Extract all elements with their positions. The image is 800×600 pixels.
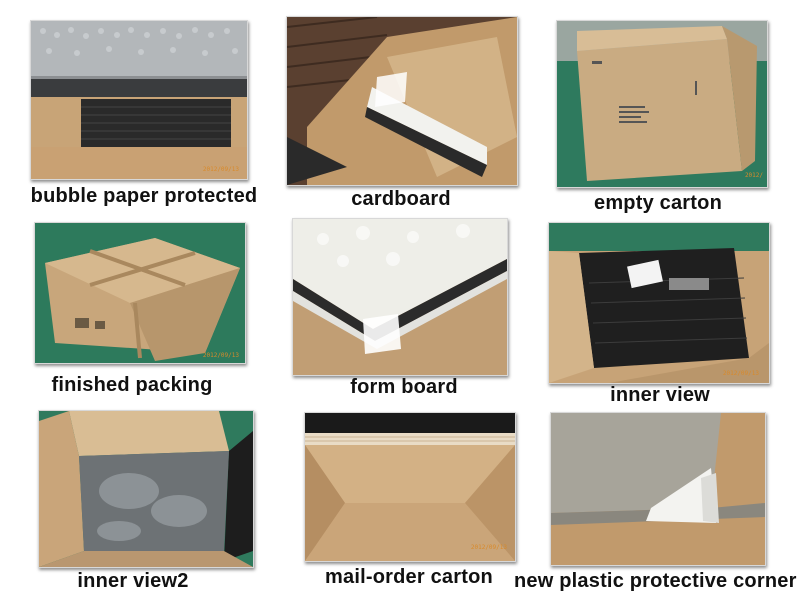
caption-inner-view2: inner view2	[77, 570, 189, 592]
photo-tile-inner-view: 2012/09/13 inner view	[548, 222, 772, 412]
caption-bubble-paper-protected: bubble paper protected	[30, 185, 258, 207]
photo-tile-mail-order-carton: 2012/09/13 mail-order carton	[304, 412, 518, 592]
caption-cardboard: cardboard	[351, 188, 451, 210]
photo-tile-bubble-paper: 2012/09/13 bubble paper protected	[30, 20, 257, 210]
photo-finished-packing: 2012/09/13	[34, 222, 246, 364]
caption-mail-order-carton: mail-order carton	[325, 566, 493, 588]
photo-bubble-paper: 2012/09/13	[30, 20, 248, 180]
photo-plastic-corner	[550, 412, 766, 566]
caption-inner-view: inner view	[610, 384, 710, 406]
photo-inner-view: 2012/09/13	[548, 222, 770, 384]
photo-date-stamp: 2012/09/13	[202, 166, 239, 173]
photo-tile-form-board: form board	[292, 218, 510, 402]
photo-tile-empty-carton: 2012/ empty carton	[556, 20, 770, 216]
photo-date-stamp: 2012/09/13	[470, 544, 507, 551]
photo-mail-order-carton: 2012/09/13	[304, 412, 516, 562]
photo-tile-cardboard: cardboard	[286, 16, 520, 212]
photo-tile-inner-view2: inner view2	[38, 410, 256, 596]
photo-date-stamp: 2012/09/13	[202, 352, 239, 359]
caption-empty-carton: empty carton	[594, 192, 722, 214]
photo-empty-carton: 2012/	[556, 20, 768, 188]
caption-form-board: form board	[350, 376, 458, 398]
photo-tile-finished-packing: 2012/09/13 finished packing	[34, 222, 248, 402]
photo-date-stamp: 2012/	[744, 172, 763, 179]
photo-form-board	[292, 218, 508, 376]
photo-inner-view2	[38, 410, 254, 568]
caption-finished-packing: finished packing	[51, 374, 213, 396]
photo-date-stamp: 2012/09/13	[722, 370, 759, 377]
photo-tile-plastic-corner: new plastic protective corner	[514, 412, 796, 598]
photo-cardboard	[286, 16, 518, 186]
caption-new-plastic-protective-corner: new plastic protective corner	[514, 570, 797, 592]
